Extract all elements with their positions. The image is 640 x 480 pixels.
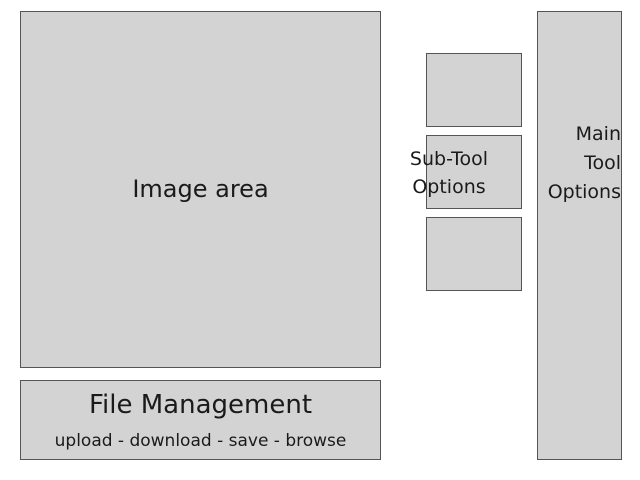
main-tool-label-line-3: Options (547, 181, 621, 203)
file-management-subtitle: upload - download - save - browse (54, 431, 347, 451)
file-management-box: File Management upload - download - save… (20, 380, 381, 460)
main-tool-options-box: Main Tool Options (537, 11, 622, 460)
image-area-box: Image area (20, 11, 381, 368)
file-management-title: File Management (88, 390, 313, 420)
sub-tool-options-label: Sub-Tool Options (401, 145, 497, 201)
main-tool-label-line-2: Tool (584, 152, 621, 174)
main-tool-label-line-1: Main (575, 123, 621, 145)
sub-tool-label-line-2: Options (412, 176, 486, 198)
sub-tool-label-line-1: Sub-Tool (409, 148, 489, 170)
sub-tool-box-1 (426, 53, 522, 127)
main-tool-options-label: Main Tool Options (548, 120, 621, 207)
sub-tool-box-2 (426, 135, 522, 209)
image-area-label: Image area (132, 174, 269, 203)
sub-tool-box-3 (426, 217, 522, 291)
